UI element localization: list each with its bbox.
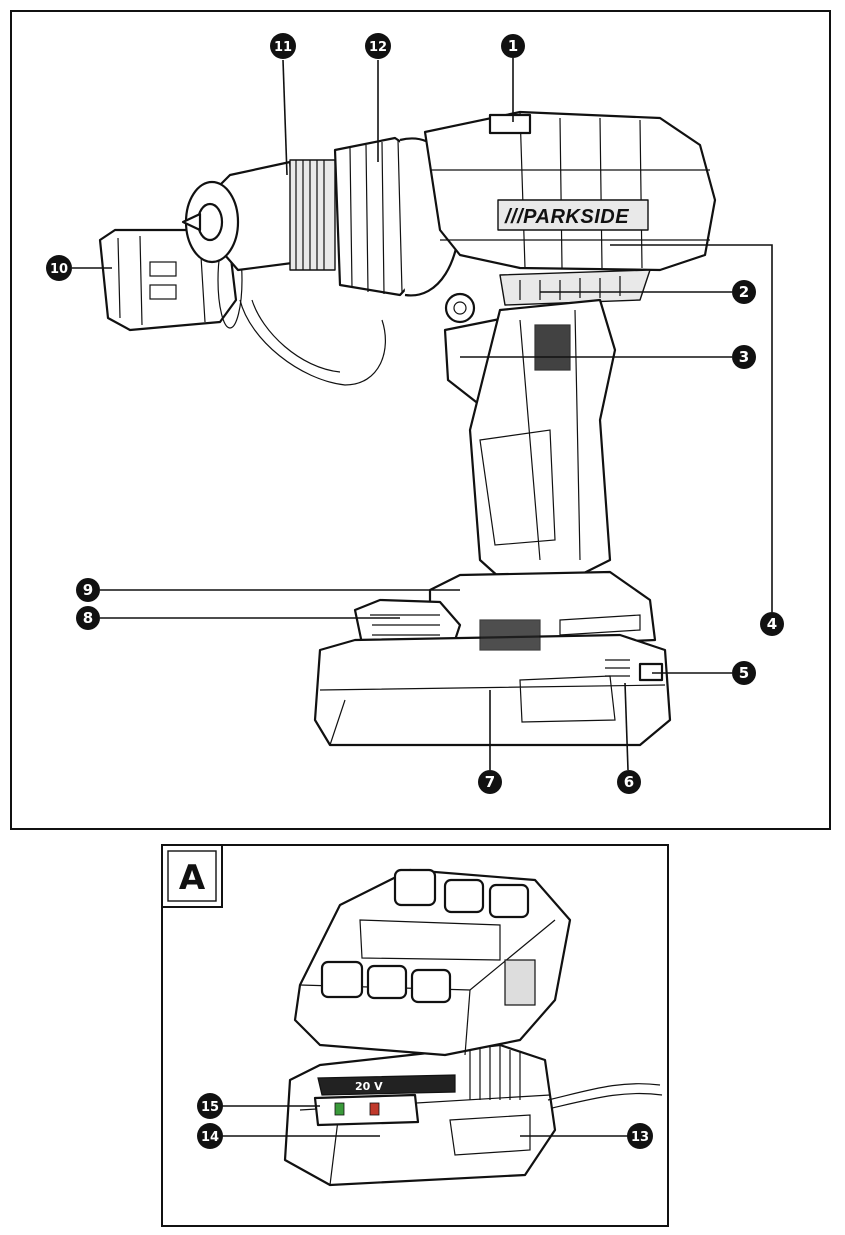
drill-chuck (183, 160, 335, 270)
callout-7: 7 (478, 770, 502, 794)
callout-8: 8 (76, 606, 100, 630)
svg-text:A: A (179, 858, 206, 898)
svg-text:3: 3 (739, 348, 749, 366)
svg-text:6: 6 (624, 773, 634, 791)
svg-text:7: 7 (485, 773, 495, 791)
callout-10: 10 (46, 255, 72, 281)
svg-text:2: 2 (739, 283, 749, 301)
callout-11: 11 (270, 33, 296, 59)
svg-text:5: 5 (739, 664, 749, 682)
battery-on-charger (295, 870, 570, 1055)
svg-text:14: 14 (201, 1130, 219, 1145)
svg-text:11: 11 (274, 40, 292, 55)
svg-text:12: 12 (369, 40, 387, 55)
svg-text:15: 15 (201, 1100, 219, 1115)
svg-text:4: 4 (767, 615, 777, 633)
callout-3: 3 (732, 345, 756, 369)
svg-text:9: 9 (83, 581, 93, 599)
callout-5: 5 (732, 661, 756, 685)
callout-2: 2 (732, 280, 756, 304)
callout-1: 1 (501, 34, 525, 58)
svg-text:8: 8 (83, 609, 93, 627)
svg-text:1: 1 (508, 37, 518, 55)
callout-15: 15 (197, 1093, 223, 1119)
drill-body: ///PARKSIDE (425, 112, 715, 322)
callout-6: 6 (617, 770, 641, 794)
green-led-indicator (335, 1103, 344, 1115)
red-led-indicator (370, 1103, 379, 1115)
svg-text:10: 10 (50, 262, 68, 277)
battery-pack (315, 620, 670, 745)
drill-illustration: ///PARKSIDE (100, 112, 715, 745)
charger-voltage-label: 20 V (355, 1080, 383, 1093)
battery-charger: 20 V (285, 1045, 662, 1185)
svg-text:13: 13 (631, 1130, 649, 1145)
brand-logo-text: ///PARKSIDE (504, 206, 629, 228)
callout-4: 4 (760, 612, 784, 636)
panel-label-a: A (162, 845, 222, 907)
drill-handle (470, 300, 615, 578)
callout-9: 9 (76, 578, 100, 602)
callout-12: 12 (365, 33, 391, 59)
callout-13: 13 (627, 1123, 653, 1149)
callout-14: 14 (197, 1123, 223, 1149)
